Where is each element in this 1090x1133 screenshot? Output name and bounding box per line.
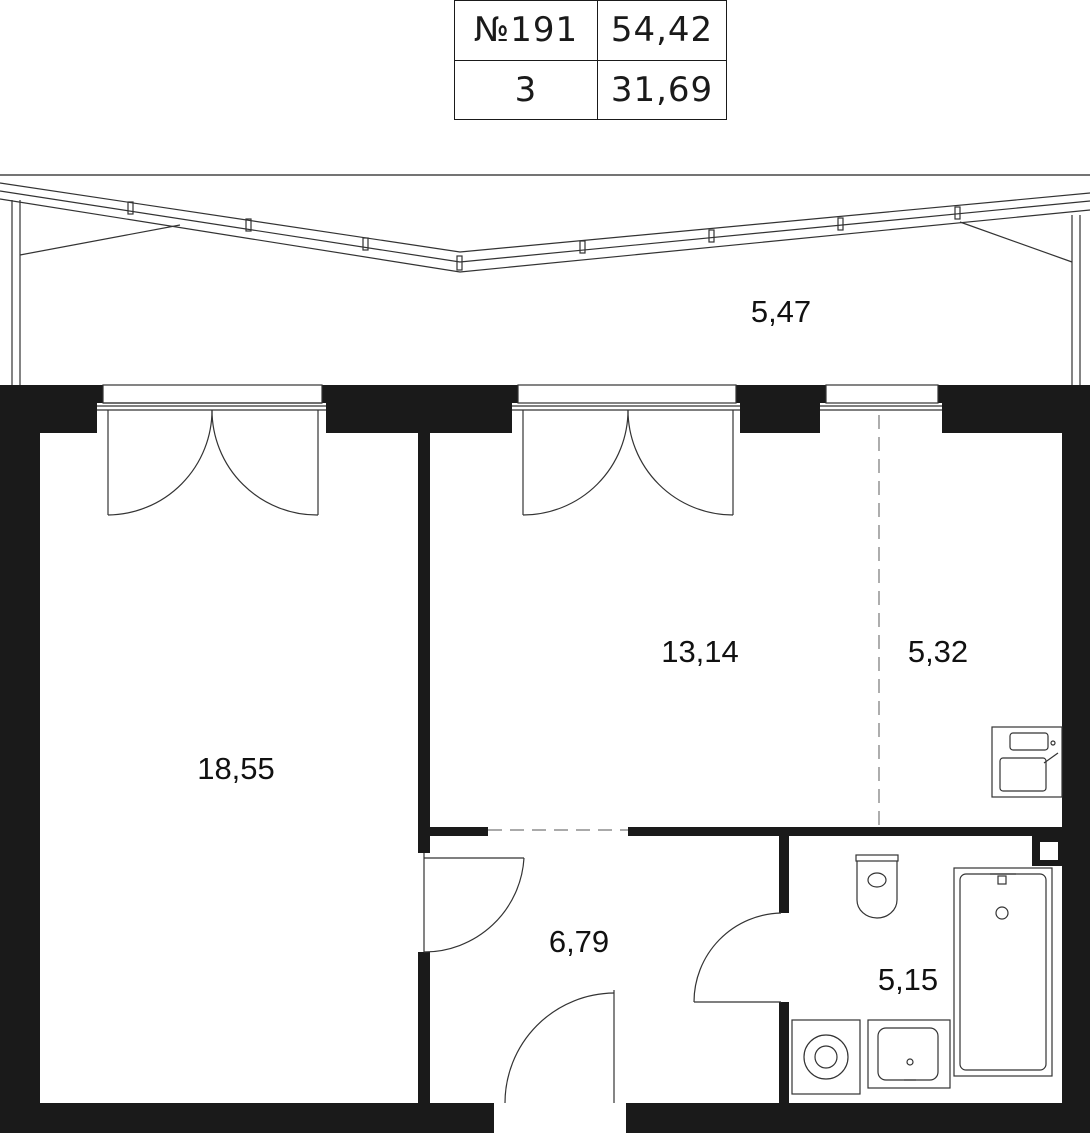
toilet: [855, 854, 899, 919]
balcony-area-label: 5,47: [751, 294, 811, 329]
walls: [0, 385, 1090, 1133]
doors: [107, 409, 782, 1104]
shaft-opening: [1040, 842, 1058, 860]
living-area: 31,69: [597, 59, 727, 120]
bathroom-sink: [867, 1019, 951, 1089]
room-count: 3: [454, 59, 598, 120]
apartment-number: №191: [454, 0, 598, 61]
info-row-top: №191 54,42: [454, 0, 727, 61]
apartment-info-table: №191 54,42 3 31,69: [454, 0, 727, 120]
total-area: 54,42: [597, 0, 727, 61]
bedroom-area-label: 18,55: [197, 751, 275, 786]
balcony-railing: [0, 182, 1090, 385]
windows: [97, 384, 942, 411]
washing-machine: [791, 1019, 861, 1095]
bathroom-area-label: 5,15: [878, 962, 938, 997]
kitchen-sink: [991, 726, 1063, 798]
info-row-bottom: 3 31,69: [454, 59, 727, 120]
living-area-label: 13,14: [661, 634, 739, 669]
hallway-area-label: 6,79: [549, 924, 609, 959]
zone-dividers: [488, 415, 880, 831]
kitchen-area-label: 5,32: [908, 634, 968, 669]
bathtub: [953, 867, 1053, 1077]
